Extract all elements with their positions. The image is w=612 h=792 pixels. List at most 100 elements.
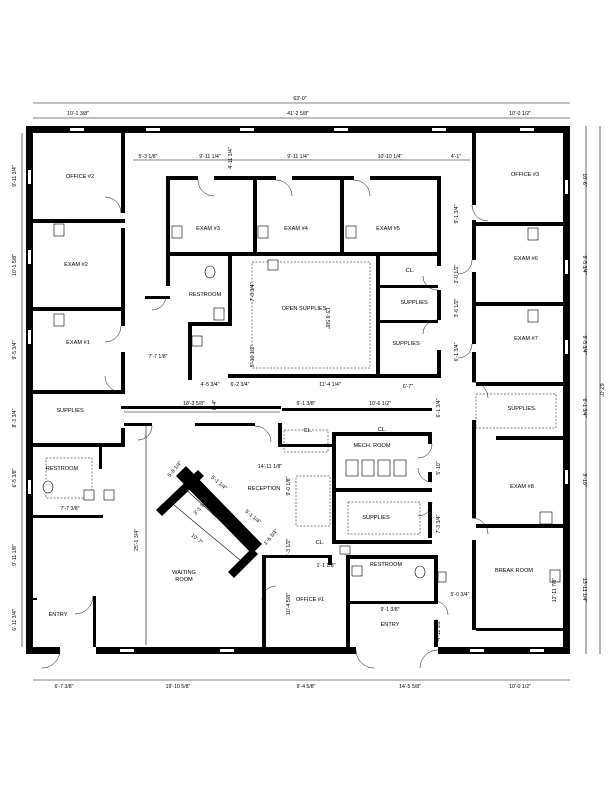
room-labels: OFFICE #2 OFFICE #3 EXAM #2 EXAM #1 EXAM… — [46, 172, 539, 628]
dim-open-h: 13'-9 5/8" — [324, 307, 330, 329]
room-open-supplies: OPEN SUPPLIES — [282, 306, 327, 312]
dim-left-5: 6'-5 3/8" — [12, 468, 18, 487]
room-office1: OFFICE #1 — [296, 597, 324, 603]
dim-top-right: 10'-0 1/2" — [509, 111, 531, 117]
dim-cl-small: 3'-3 1/2" — [286, 538, 292, 557]
dim-rr-top-w1: 4'-5 3/4" — [201, 382, 220, 388]
dim-left-2: 10'-1 5/8" — [12, 254, 18, 276]
room-supplies-left: SUPPLIES — [56, 408, 84, 414]
dim-mech-w: 10'-6 1/2" — [369, 401, 391, 407]
room-entry-bottom: ENTRY — [381, 622, 400, 628]
dim-right-2: 9'-5 3/4" — [581, 256, 587, 275]
room-exam1: EXAM #1 — [66, 340, 90, 346]
dim-left-4: 8'-3 3/4" — [12, 408, 18, 427]
dim-cl-h2: 3'-6 1/2" — [454, 298, 460, 317]
fixtures — [42, 223, 561, 583]
dim-top-total: 63'-0" — [293, 96, 306, 102]
dim-right-5: 9'-10" — [581, 473, 587, 486]
dim-bottom-1: 6'-7 3/8" — [55, 684, 74, 690]
dim-exam-w5: 4'-1" — [451, 154, 461, 160]
outer-walls — [26, 126, 570, 654]
room-mech: MECH. ROOM — [354, 443, 391, 449]
dim-right-4: 6'-1 3/4" — [581, 399, 587, 418]
room-entry-left: ENTRY — [49, 612, 68, 618]
dim-cl-h3: 6'-1 3/4" — [454, 342, 460, 361]
dim-bottom-3: 9'-4 5/8" — [297, 684, 316, 690]
dim-open-w: 11'-4 1/4" — [319, 382, 341, 388]
dim-right-3: 9'-5 3/4" — [581, 336, 587, 355]
dim-rr-bot-h: 5'-0 3/4" — [451, 592, 470, 598]
room-exam2: EXAM #2 — [64, 262, 88, 268]
dim-break-h: 12'-11 7/8" — [552, 578, 558, 603]
room-exam7: EXAM #7 — [514, 336, 538, 342]
dim-left-1: 9'-11 3/4" — [12, 165, 18, 187]
door-swings — [41, 179, 489, 669]
dim-lobby-h: 8'-4" — [212, 400, 218, 410]
room-exam5: EXAM #5 — [376, 226, 400, 232]
room-exam8: EXAM #8 — [510, 484, 534, 490]
room-supplies-right: SUPPLIES. — [508, 406, 537, 412]
dim-open-h2: 5'-10 1/2" — [250, 345, 256, 367]
room-cl-b: CL. — [378, 427, 387, 433]
dim-sup-h2: 7'-3 3/4" — [436, 514, 442, 533]
dim-corridor-w: 7'-7 1/8" — [149, 354, 168, 360]
dim-sup-h: 5'-10" — [436, 461, 442, 474]
room-restroom-top: RESTROOM — [189, 292, 222, 298]
room-office3: OFFICE #3 — [511, 172, 539, 178]
room-supplies-c1: SUPPLIES — [400, 300, 428, 306]
dim-bottom-4: 14'-5 5/8" — [399, 684, 421, 690]
room-break: BREAK ROOM — [495, 568, 533, 574]
dashed-outlines — [45, 261, 557, 535]
dim-bottom-5: 10'-0 1/2" — [509, 684, 531, 690]
dim-rr-bot-w: 9'-1 3/8" — [381, 607, 400, 613]
room-reception: RECEPTION — [248, 486, 281, 492]
room-supplies-mid: SUPPLIES — [362, 515, 390, 521]
dim-wait-d4: 5'-1 1/4" — [243, 509, 262, 526]
dim-rr-top-h: 7'-3 3/4" — [250, 282, 256, 301]
dim-right-total: 62'-0" — [598, 383, 604, 396]
dimension-lines — [21, 102, 601, 681]
dim-bottom-2: 19'-10 5/8" — [166, 684, 191, 690]
dim-exam-h: 4'-11 3/4" — [228, 147, 234, 169]
dim-entry-h: 4'-11 1/2" — [436, 619, 442, 641]
dim-cl-h: 3'-0 1/2" — [454, 264, 460, 283]
room-supplies-c2: SUPPLIES — [392, 341, 420, 347]
dim-rr-top-w2: 6'-2 3/4" — [231, 382, 250, 388]
interior-walls — [33, 133, 563, 647]
dim-top-left: 10'-1 3/8" — [67, 111, 89, 117]
dim-rec-w: 14'-11 1/8" — [258, 464, 283, 470]
room-exam6: EXAM #6 — [514, 256, 538, 262]
dim-cl-w: 6'-1 3/8" — [297, 401, 316, 407]
dim-left-3: 9'-5 3/4" — [12, 340, 18, 359]
room-restroom-bottom: RESTROOM — [370, 562, 403, 568]
dim-rr-left-w: 7'-7 3/8" — [61, 506, 80, 512]
dim-left-6: 9'-11 1/8" — [12, 544, 18, 566]
dim-top-mid: 41'-2 5/8" — [287, 111, 309, 117]
dim-exam5-h: 9'-1 3/4" — [454, 204, 460, 223]
dim-mech-h: 6'-1 3/4" — [436, 398, 442, 417]
dim-right-6: 13'-11 1/4" — [581, 578, 587, 603]
room-office2: OFFICE #2 — [66, 174, 94, 180]
dim-exam-w2: 9'-11 1/4" — [199, 154, 221, 160]
dim-wait-h: 25'-1 3/4" — [134, 529, 140, 551]
dim-right-1: 10'-6" — [581, 173, 587, 186]
dim-sup-w: 6'-7" — [403, 384, 413, 390]
room-exam4: EXAM #4 — [284, 226, 308, 232]
dim-lobby-w: 18'-3 5/8" — [183, 401, 205, 407]
room-restroom-left: RESTROOM — [46, 466, 79, 472]
room-cl: CL. — [406, 268, 415, 274]
room-cl-c: CL. — [316, 540, 325, 546]
dim-wait-d2: 5'-1 1/4" — [209, 475, 228, 492]
dim-exam-w1: 5'-3 1/8" — [139, 154, 158, 160]
reception-desk — [156, 466, 262, 578]
dim-left-7: 6'-11 3/4" — [12, 609, 18, 631]
room-cl-a: CL. — [304, 428, 313, 434]
dim-exam-w4: 10'-10 1/4" — [378, 154, 403, 160]
room-exam3: EXAM #3 — [196, 226, 220, 232]
dim-wait-d6: 10'-7" — [190, 533, 204, 546]
dim-rec-h: 9'-0 1/8" — [286, 476, 292, 495]
dim-exam-w3: 9'-11 1/4" — [287, 154, 309, 160]
dim-cl-small2: 1'-1 1/8" — [317, 563, 336, 569]
